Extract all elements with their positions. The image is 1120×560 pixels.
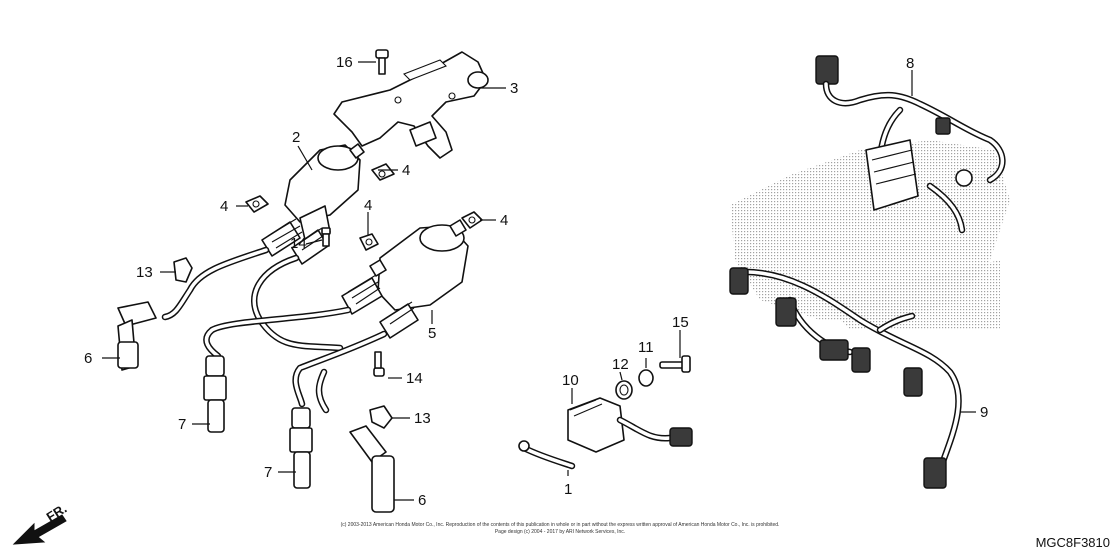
callout-8: 8 bbox=[906, 55, 914, 72]
bolt-part bbox=[375, 49, 389, 75]
callout-4-d: 4 bbox=[500, 212, 508, 229]
front-arrow: FR. bbox=[12, 501, 69, 545]
callout-5: 5 bbox=[428, 325, 436, 342]
clip-4-d bbox=[461, 211, 483, 229]
callout-4-c: 4 bbox=[364, 197, 372, 214]
clip-4-c bbox=[359, 233, 379, 251]
callout-9: 9 bbox=[980, 404, 988, 421]
arrow-icon bbox=[12, 514, 67, 545]
callout-4-b: 4 bbox=[402, 162, 410, 179]
collar-11 bbox=[638, 369, 654, 387]
callout-16: 16 bbox=[336, 54, 353, 71]
clamp-13-b bbox=[369, 405, 393, 429]
callout-13-b: 13 bbox=[414, 410, 431, 427]
callout-13-a: 13 bbox=[136, 264, 153, 281]
callout-10: 10 bbox=[562, 372, 579, 389]
callout-4-a: 4 bbox=[220, 198, 228, 215]
plug-cap-6-right bbox=[349, 425, 395, 513]
strap-1 bbox=[518, 440, 576, 470]
callout-7-right: 7 bbox=[264, 464, 272, 481]
bolt-14-a bbox=[321, 227, 331, 247]
callout-6-right: 6 bbox=[418, 492, 426, 509]
callout-14-b: 14 bbox=[406, 370, 423, 387]
watermark-logo bbox=[730, 140, 1010, 330]
bolt-14-b bbox=[373, 351, 385, 377]
callout-6-left: 6 bbox=[84, 350, 92, 367]
clamp-13-a bbox=[173, 257, 193, 283]
callouts: 1 2 3 4 4 4 4 5 6 6 7 7 8 9 10 11 12 13 … bbox=[84, 54, 988, 509]
clip-4-b bbox=[371, 163, 395, 181]
page-design-text: Page design (c) 2004 - 2017 by ARI Netwo… bbox=[494, 529, 626, 535]
bolt-15 bbox=[659, 355, 691, 373]
leader-lines bbox=[102, 61, 976, 501]
copyright-text: (c) 2003-2013 American Honda Motor Co., … bbox=[340, 522, 780, 528]
grommet-12 bbox=[615, 380, 633, 400]
callout-1: 1 bbox=[564, 481, 572, 498]
callout-11: 11 bbox=[638, 339, 654, 356]
harness-9 bbox=[729, 267, 962, 489]
callout-14-a: 14 bbox=[290, 235, 307, 252]
high-tension-wires bbox=[161, 246, 388, 414]
plug-cap-6-left bbox=[117, 301, 157, 371]
diagram-code: MGC8F3810 bbox=[1035, 535, 1110, 550]
harness-8 bbox=[815, 55, 1006, 234]
ignition-coil-lower bbox=[369, 219, 469, 311]
callout-12: 12 bbox=[612, 356, 629, 373]
clip-4-a bbox=[245, 195, 269, 213]
callout-7-left: 7 bbox=[178, 416, 186, 433]
plug-cap-7-left bbox=[203, 355, 227, 433]
callout-15: 15 bbox=[672, 314, 689, 331]
callout-3: 3 bbox=[510, 80, 518, 97]
callout-2: 2 bbox=[292, 129, 300, 146]
bracket-part bbox=[333, 51, 489, 159]
plug-cap-7-right bbox=[289, 407, 313, 489]
unit-10 bbox=[567, 397, 693, 453]
